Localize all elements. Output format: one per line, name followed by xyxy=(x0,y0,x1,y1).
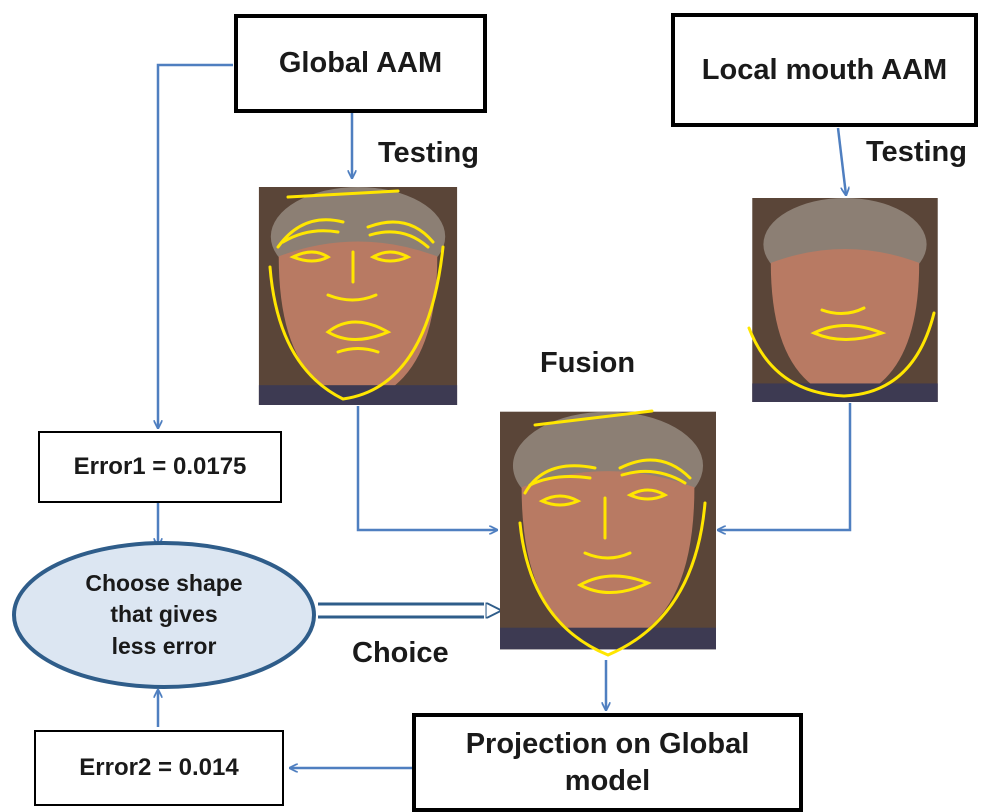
error2-label: Error2 = 0.014 xyxy=(79,754,239,781)
testing-label-right: Testing xyxy=(866,136,967,168)
error1-box: Error1 = 0.0175 xyxy=(38,431,282,503)
face-local-testing xyxy=(747,198,938,402)
projection-box: Projection on Global model xyxy=(412,713,803,812)
choose-shape-ellipse xyxy=(12,541,316,689)
choice-double-arrow xyxy=(318,602,500,619)
face-global-testing xyxy=(258,187,458,405)
testing-label-left: Testing xyxy=(378,137,479,169)
local-mouth-aam-box: Local mouth AAM xyxy=(671,13,978,127)
choose-line-3: less error xyxy=(111,632,217,659)
projection-label-line2: model xyxy=(564,764,651,797)
choose-line-2: that gives xyxy=(110,601,218,628)
arrow-global-to-error1 xyxy=(158,63,233,428)
arrow-right-face-to-fusion xyxy=(718,403,852,530)
connectors xyxy=(158,63,852,768)
face-fusion xyxy=(500,409,716,657)
error2-box: Error2 = 0.014 xyxy=(34,730,284,806)
error1-label: Error1 = 0.0175 xyxy=(73,453,247,480)
choose-shape-text: Choose shape that gives less error xyxy=(24,560,304,670)
global-aam-label: Global AAM xyxy=(278,47,443,79)
projection-label-line1: Projection on Global xyxy=(465,728,750,761)
global-aam-box: Global AAM xyxy=(234,14,487,113)
arrow-left-face-to-fusion xyxy=(356,406,497,530)
arrow-local-to-testing-face xyxy=(836,127,846,195)
local-mouth-aam-label: Local mouth AAM xyxy=(701,53,948,86)
choice-label: Choice xyxy=(352,637,449,669)
choose-line-1: Choose shape xyxy=(85,570,243,597)
fusion-label: Fusion xyxy=(540,347,636,379)
